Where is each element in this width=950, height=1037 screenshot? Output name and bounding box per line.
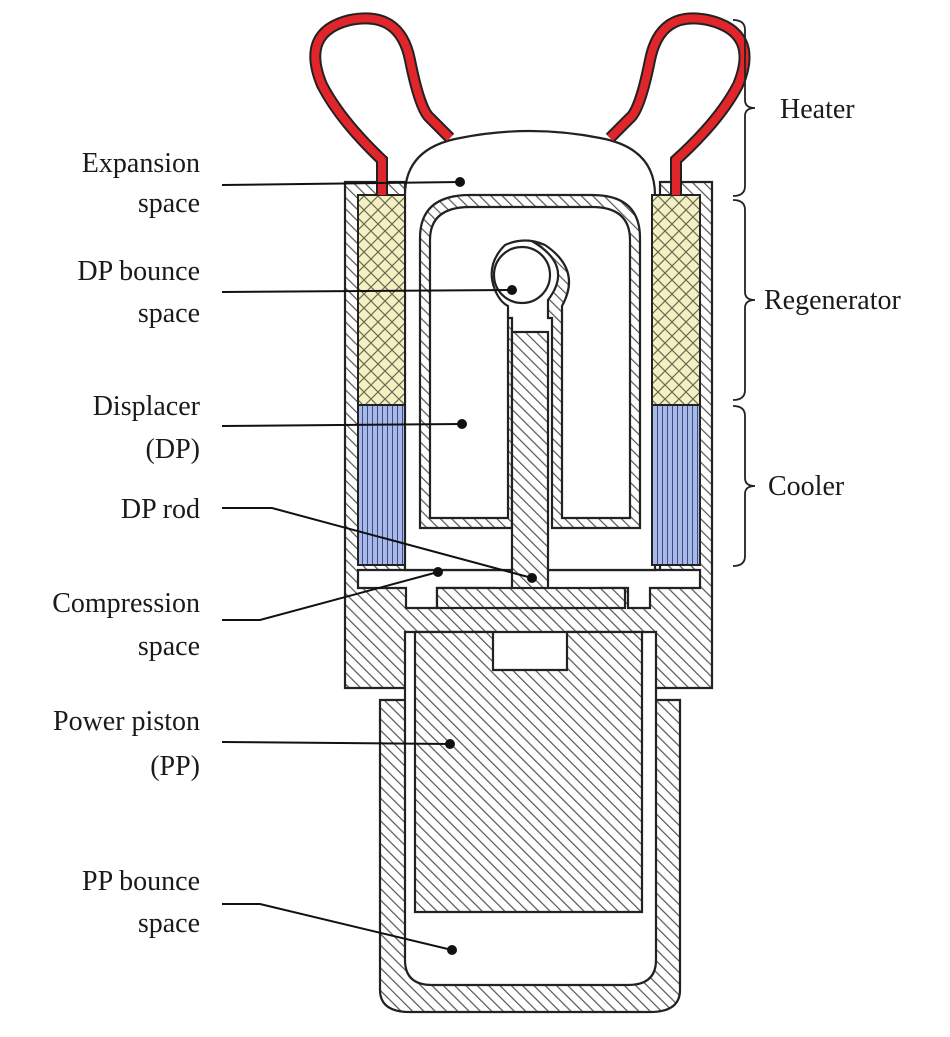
label-pp-bounce-space-line1: PP bounce [82, 866, 200, 897]
power-piston [413, 630, 644, 914]
label-dp-rod-line1: DP rod [121, 494, 200, 525]
dp-rod-base [435, 586, 627, 610]
label-power-piston-line1: Power piston [53, 706, 200, 737]
label-pp-bounce-space: PP bounce space [82, 866, 457, 955]
regenerator-right [651, 194, 701, 406]
label-dp-bounce-space-line2: space [138, 298, 200, 329]
heater-tubes [309, 12, 751, 195]
label-expansion-space-line2: space [138, 188, 200, 219]
brace-heater: Heater [732, 19, 855, 197]
label-compression-space-line1: Compression [52, 588, 200, 619]
regenerator-left [357, 194, 406, 406]
dp-rod [510, 330, 550, 610]
brace-regenerator: Regenerator [732, 199, 901, 401]
cooler-right [651, 404, 701, 566]
label-regenerator: Regenerator [764, 285, 901, 316]
label-displacer: Displacer (DP) [93, 391, 467, 465]
label-pp-bounce-space-line2: space [138, 908, 200, 939]
label-power-piston: Power piston (PP) [53, 706, 455, 782]
label-dp-bounce-space-line1: DP bounce [77, 256, 200, 287]
label-displacer-line1: Displacer [93, 391, 201, 422]
label-compression-space: Compression space [52, 567, 443, 662]
label-expansion-space: Expansion space [82, 148, 465, 219]
label-dp-bounce-space: DP bounce space [77, 256, 517, 329]
label-compression-space-line2: space [138, 631, 200, 662]
brace-cooler: Cooler [732, 405, 845, 567]
label-dp-rod: DP rod [121, 494, 537, 583]
label-heater: Heater [780, 94, 855, 125]
dp-bounce-space [492, 245, 552, 305]
label-cooler: Cooler [768, 471, 845, 502]
label-power-piston-line2: (PP) [150, 751, 200, 782]
label-expansion-space-line1: Expansion [82, 148, 200, 179]
label-displacer-line2: (DP) [146, 434, 200, 465]
